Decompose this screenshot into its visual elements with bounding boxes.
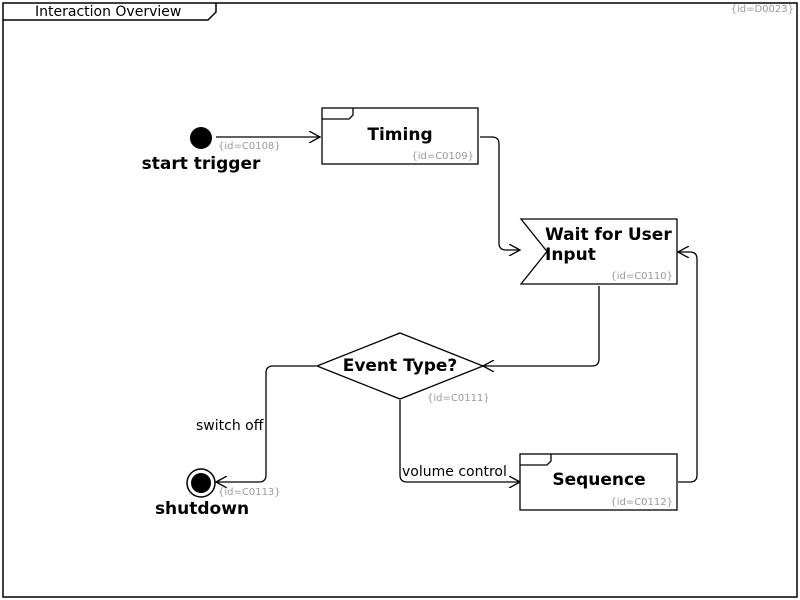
interaction-use-tab-icon [322, 108, 354, 120]
final-node-dot-icon [191, 473, 211, 493]
node-wait[interactable]: Wait for User Input {id=C0110} [519, 218, 678, 285]
interaction-use-tab-icon [520, 454, 552, 466]
node-end[interactable]: shutdown {id=C0113} [155, 468, 281, 519]
edge-decision-to-sequence[interactable] [399, 400, 520, 482]
edge-label-switch-off: switch off [196, 418, 264, 434]
node-decision[interactable]: Event Type? {id=C0111} [315, 332, 490, 404]
decision-diamond-icon [315, 332, 485, 400]
node-start-id: {id=C0108} [218, 141, 281, 152]
edge-decision-to-end[interactable] [216, 365, 316, 482]
edge-sequence-to-wait[interactable] [678, 252, 698, 483]
node-decision-label: Event Type? [343, 356, 458, 376]
node-timing[interactable]: Timing {id=C0109} [321, 107, 479, 165]
node-decision-id: {id=C0111} [427, 393, 490, 404]
node-start[interactable]: start trigger {id=C0108} [142, 127, 281, 174]
node-sequence-label: Sequence [552, 470, 645, 490]
node-sequence-id: {id=C0112} [610, 497, 673, 508]
node-timing-box [321, 107, 479, 165]
node-timing-label: Timing [367, 125, 432, 145]
edge-wait-to-decision[interactable] [483, 286, 600, 366]
edge-timing-to-wait[interactable] [480, 136, 520, 250]
edge-label-volume-control: volume control [402, 464, 507, 480]
frame-id: {id=D0023} [731, 4, 794, 15]
node-wait-label-line2: Input [545, 245, 596, 265]
node-sequence[interactable]: Sequence {id=C0112} [519, 453, 678, 511]
node-timing-id: {id=C0109} [411, 151, 474, 162]
node-wait-id: {id=C0110} [610, 271, 673, 282]
node-wait-label-line1: Wait for User [545, 225, 672, 245]
node-sequence-box [519, 453, 678, 511]
accept-event-shape-icon [519, 218, 678, 285]
node-end-label: shutdown [155, 499, 249, 519]
frame-title-tab [3, 3, 217, 21]
initial-node-icon [190, 127, 212, 149]
frame-title: Interaction Overview [35, 4, 181, 20]
edges [216, 136, 698, 483]
node-end-id: {id=C0113} [218, 487, 281, 498]
node-start-label: start trigger [142, 154, 261, 174]
